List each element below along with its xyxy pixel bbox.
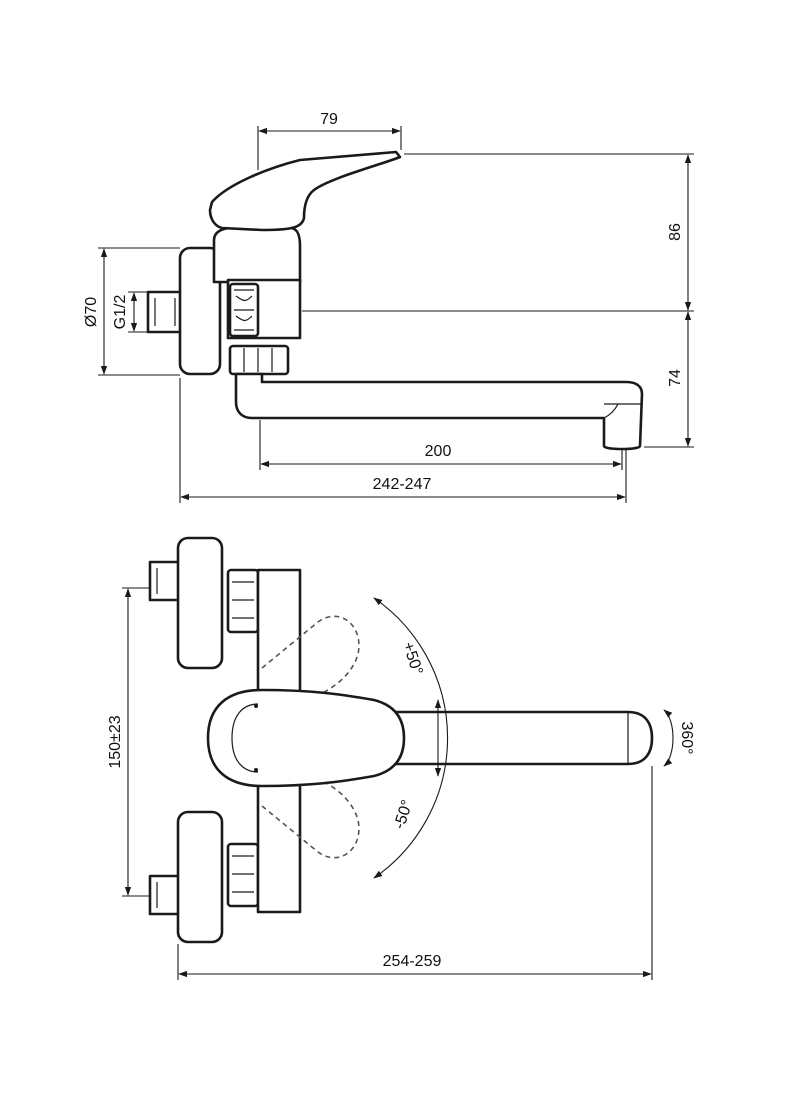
angle-label-plus: +50° xyxy=(399,640,426,677)
rotation-label: 360° xyxy=(678,721,695,754)
side-lever xyxy=(208,150,402,232)
dim-label-d70: Ø70 xyxy=(83,297,100,327)
plan-inlet-bottom xyxy=(148,810,260,944)
plan-lever xyxy=(206,688,406,788)
dim-label-254-259: 254-259 xyxy=(383,953,442,970)
dim-diameter: Ø70 xyxy=(83,247,180,376)
dim-label-74: 74 xyxy=(667,369,684,387)
dim-label-86: 86 xyxy=(667,223,684,241)
dim-label-242-247: 242-247 xyxy=(373,476,432,493)
dim-total-length: 242-247 xyxy=(179,378,627,503)
dim-lever-reach: 79 xyxy=(257,111,402,170)
dim-label-g12: G1/2 xyxy=(112,295,129,330)
plan-spout xyxy=(378,710,654,766)
dim-label-150: 150±23 xyxy=(107,715,124,768)
side-rosette xyxy=(178,246,222,376)
screw-dot-top xyxy=(254,704,258,708)
dim-height-lever: 86 xyxy=(302,153,694,312)
plan-inlet-top xyxy=(148,536,260,670)
dim-label-200: 200 xyxy=(425,443,452,460)
dim-center-distance: 150±23 xyxy=(107,587,150,897)
screw-dot-bottom xyxy=(254,768,258,772)
rotation-indicator: 360° xyxy=(663,709,695,767)
side-body xyxy=(212,226,302,376)
dim-plan-length: 254-259 xyxy=(177,766,653,980)
dim-height-spout: 74 xyxy=(644,311,694,448)
dim-spout-length: 200 xyxy=(259,420,623,470)
side-spout xyxy=(234,372,644,451)
angle-label-minus: -50° xyxy=(391,798,416,831)
dim-thread: G1/2 xyxy=(112,291,148,333)
side-view: 79 86 74 Ø70 G1/2 xyxy=(83,111,694,503)
dim-label-79: 79 xyxy=(320,111,338,128)
plan-view: +50° -50° 360° 150±23 254-259 xyxy=(107,536,695,980)
side-inlet xyxy=(146,290,184,334)
